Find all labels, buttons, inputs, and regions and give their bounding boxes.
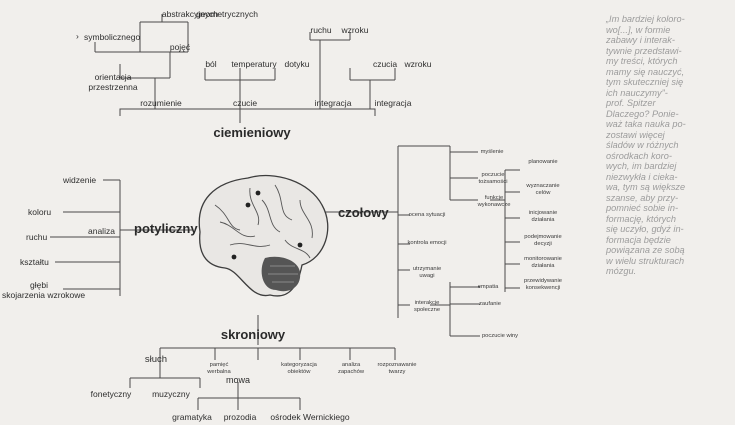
label-podejmowanie-decyzji: podejmowanie decyzji	[524, 234, 562, 247]
quote-line: mózgu.	[606, 266, 637, 276]
label-geometrycznych: geometrycznych	[196, 9, 258, 19]
quote-line: ich nauczymy”-	[606, 87, 668, 98]
lobe-title-occipital: potyliczny	[134, 221, 198, 236]
label-zaufanie: zaufanie	[479, 301, 501, 307]
label-rozumienie: rozumienie	[140, 98, 182, 108]
quote-line: prof. Spitzer	[606, 98, 656, 108]
label-muzyczny: muzyczny	[152, 389, 190, 399]
label-pojec: pojęć	[169, 42, 191, 52]
label-ocena-sytuacji: ocena sytuacji	[408, 212, 446, 218]
label-utrzymanie-uwagi: utrzymanie uwagi	[412, 266, 442, 279]
label-mowa: mowa	[225, 375, 251, 385]
lobe-title-temporal: skroniowy	[220, 327, 286, 342]
label-abstrakcyjnych: abstrakcyjnych	[161, 9, 219, 19]
quote-line: szanse, aby przy-	[606, 192, 678, 203]
label-inicjowanie-dzialania: inicjowanie działania	[528, 210, 558, 223]
label-bol: ból	[205, 59, 217, 69]
label-przestrzenna: przestrzenna	[88, 82, 138, 92]
quote-line: powiązana ze sobą	[606, 245, 685, 255]
quote-line: waż taka nauka po-	[606, 119, 686, 129]
quote-line: tywnie przedstawi-	[606, 45, 682, 56]
label-gramatyka: gramatyka	[172, 412, 212, 422]
label-czucia: czucia	[372, 59, 398, 69]
label-ruchu-occ: ruchu	[26, 232, 48, 242]
label-myslenie: myślenie	[480, 149, 504, 155]
label-fonetyczny: fonetyczny	[90, 389, 132, 399]
quote-line: śladów w różnych	[606, 140, 679, 150]
label-monitorowanie-dzialania: monitorowanie działania	[524, 256, 562, 269]
label-wzroku-2: wzroku	[404, 59, 432, 69]
label-pamiec-werbalna: pamięć werbalna	[207, 362, 231, 375]
quote-line: mamy się nauczyć,	[606, 66, 685, 77]
quote-line: formacja będzie	[606, 234, 671, 245]
label-rozpoznawanie-twarzy: rozpoznawanie twarzy	[377, 362, 417, 375]
label-glebi: głębi	[30, 280, 48, 290]
quote-line: się uczyło, gdyż in-	[606, 224, 684, 234]
quote-line: my treści, których	[606, 56, 678, 66]
label-integracja-2: integracja	[374, 98, 412, 108]
quote-line: „Im bardziej koloro-	[606, 14, 685, 24]
label-sluch: słuch	[144, 354, 168, 365]
label-symbolicznego-arrow: ›	[76, 31, 79, 41]
label-kontrola-emocji: kontrola emocji	[407, 240, 447, 246]
label-koloru: koloru	[28, 207, 52, 217]
brain-illustration	[198, 174, 329, 297]
label-osrodek-wernickiego: ośrodek Wernickiego	[270, 412, 350, 422]
quote-line: ośrodkach koro-	[606, 150, 672, 161]
label-ruchu: ruchu	[310, 25, 332, 35]
quote-line: pomnieć sobie in-	[606, 203, 679, 213]
lobe-title-parietal: ciemieniowy	[213, 125, 291, 140]
label-prozodia: prozodia	[223, 412, 257, 422]
label-wyznaczanie-celow: wyznaczanie celów	[526, 183, 560, 196]
quote-line: niezwykła i cieka-	[606, 171, 678, 182]
label-funkcje-wykonawcze: funkcje wykonawcze	[477, 195, 511, 208]
label-symbolicznego: symbolicznego	[84, 32, 141, 42]
label-empatia: empatia	[477, 284, 499, 290]
label-analiza-zapachow: analiza zapachów	[337, 362, 365, 375]
label-orientacja: orientacja	[94, 72, 132, 82]
lobe-title-frontal: czołowy	[338, 205, 389, 220]
quote-line: formację, których	[606, 213, 676, 224]
quote-line: zostawi więcej	[606, 129, 665, 140]
quote-line: wych, im bardziej	[606, 161, 677, 171]
label-ksztaltu: kształtu	[20, 257, 49, 267]
label-czucie: czucie	[232, 98, 258, 108]
label-poczucie-tozsamosci: poczucie tożsamości	[478, 172, 508, 185]
label-poczucie-winy: poczucie winy	[481, 333, 519, 339]
label-kategoryzacja-obiektow: kategoryzacja obiektów	[281, 362, 317, 375]
label-wzroku: wzroku	[341, 25, 369, 35]
label-analiza: analiza	[88, 226, 115, 236]
quote-line: w wielu strukturach	[606, 255, 685, 266]
quote-line: Dlaczego? Ponie-	[606, 108, 679, 119]
label-przewidywanie-konsekwencji: przewidywanie konsekwencji	[523, 278, 563, 291]
label-planowanie: planowanie	[528, 159, 558, 165]
label-dotyku: dotyku	[284, 59, 310, 69]
label-skojarzenia-wzrokowe: skojarzenia wzrokowe	[2, 290, 86, 300]
quote-line: wo[...], w formie	[606, 24, 671, 35]
label-integracja-1: integracja	[314, 98, 352, 108]
quote-line: zabawy i interak-	[606, 35, 675, 45]
label-interakcje-spoleczne: interakcje społeczne	[413, 300, 441, 313]
label-widzenie: widzenie	[63, 175, 97, 185]
quote-line: wa, tym są większe	[606, 182, 686, 192]
label-temperatury: temperatury	[231, 59, 277, 69]
quote-line: tym skuteczniej się	[606, 77, 684, 87]
